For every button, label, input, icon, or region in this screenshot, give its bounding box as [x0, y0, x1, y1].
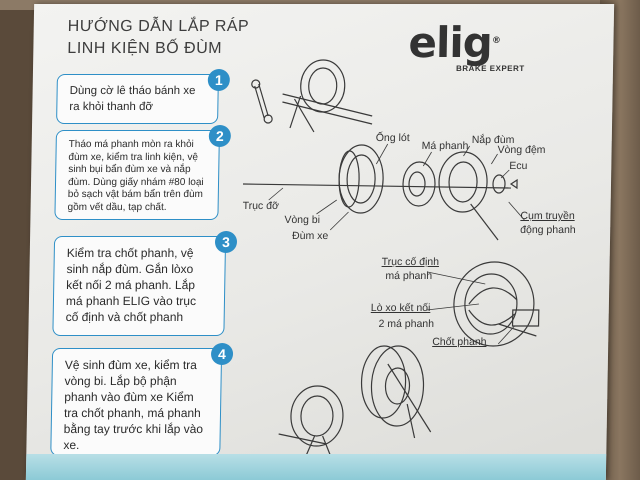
label-ma-phanh: Má phanh [422, 140, 469, 152]
label-cum-truyen-1: Cụm truyền [520, 210, 574, 222]
label-vong-dem: Vòng đệm [498, 144, 546, 156]
instruction-card: HƯỚNG DẪN LẮP RÁP LINH KIỆN BỐ ĐÙM elig®… [26, 4, 614, 480]
label-cum-truyen-2: động phanh [520, 224, 576, 236]
wrench-illustration [251, 80, 273, 123]
label-lo-xo-1: Lò xo kết nối [371, 302, 431, 314]
brake-shoe-illustration [453, 262, 539, 346]
label-ong-lot: Ống lót [376, 132, 410, 144]
hub-assembly-illustration [278, 346, 432, 460]
label-truc-co-dinh-2: má phanh [385, 270, 432, 282]
label-truc-co-dinh-1: Trục cố định [382, 256, 440, 268]
label-dum-xe: Đùm xe [292, 230, 328, 242]
assembly-diagrams [26, 4, 614, 480]
label-lo-xo-2: 2 má phanh [378, 318, 434, 330]
label-vong-bi: Vòng bi [284, 214, 320, 226]
label-chot-phanh: Chốt phanh [432, 336, 487, 348]
wheel-removal-illustration [282, 60, 373, 132]
bottom-color-band [26, 454, 606, 480]
label-ecu: Ecu [509, 160, 527, 172]
label-truc-do: Trục đỡ [243, 200, 279, 212]
